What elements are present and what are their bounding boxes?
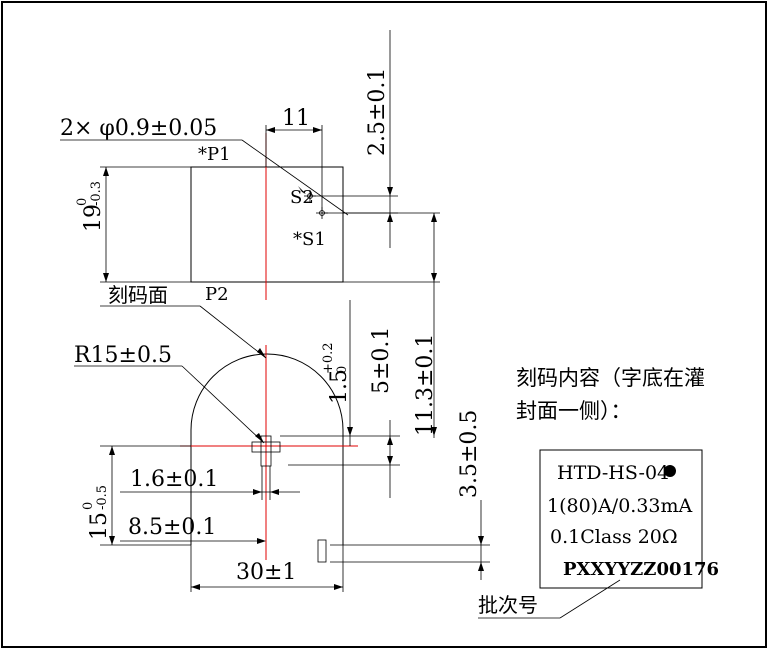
label-batch-no: 批次号 <box>478 593 538 617</box>
label-r15: R15±0.5 <box>74 343 172 368</box>
label-dim-15-02: 1.5 <box>327 369 352 404</box>
label-pin-hole: 2× φ0.9±0.05 <box>60 116 217 141</box>
label-dim-30: 30±1 <box>236 560 296 585</box>
label-box-frame <box>539 449 703 589</box>
label-dim-11: 11 <box>282 106 310 131</box>
top-view <box>60 30 440 300</box>
label-dim-16: 1.6±0.1 <box>130 467 218 492</box>
label-s1: *S1 <box>293 229 326 250</box>
label-dim-15-tol-top: 0 <box>81 502 96 510</box>
label-dim-85: 8.5±0.1 <box>128 515 216 540</box>
label-dim-19-tol-top: 0 <box>75 198 90 206</box>
label-dim-19: 19 <box>81 204 106 232</box>
engrave-label-box <box>478 449 703 619</box>
label-dim-15-02-tol-top: +0.2 <box>321 342 336 374</box>
label-engrave-note-2: 封面一侧）： <box>516 399 632 423</box>
batch-leader <box>559 579 621 619</box>
top-view-body <box>190 166 344 283</box>
label-s2: S2 <box>290 187 314 208</box>
label-p2: P2 <box>205 284 229 305</box>
label-box-line2: 1(80)A/0.33mA <box>547 495 693 517</box>
label-dim-19-tol-bot: -0.3 <box>89 181 104 206</box>
label-dim-35: 3.5±0.5 <box>457 410 482 498</box>
label-engrave-note-1: 刻码内容（字底在灌 <box>516 366 705 390</box>
label-dim-15-tol-bot: -0.5 <box>95 485 110 510</box>
label-p1: *P1 <box>198 144 231 165</box>
label-box-line3: 0.1Class 20Ω <box>550 526 678 548</box>
label-dim-25: 2.5±0.1 <box>365 68 390 156</box>
label-dim-5: 5±0.1 <box>369 327 394 394</box>
label-engrave-face: 刻码面 <box>108 283 168 307</box>
label-dim-15: 15 <box>87 512 112 540</box>
label-dim-113: 11.3±0.1 <box>413 334 438 436</box>
label-dim-15-02-tol-bot: 0 <box>335 366 350 374</box>
label-dot <box>664 465 676 477</box>
label-box-line1: HTD-HS-04 <box>557 462 669 484</box>
label-box-line4: PXXYYZZ00176 <box>563 559 719 580</box>
front-view <box>74 282 490 592</box>
front-view-arch <box>190 353 344 545</box>
labels: 2× φ0.9±0.05 11 *P1 S2 *S1 P2 刻码面 R15±0.… <box>60 68 719 617</box>
